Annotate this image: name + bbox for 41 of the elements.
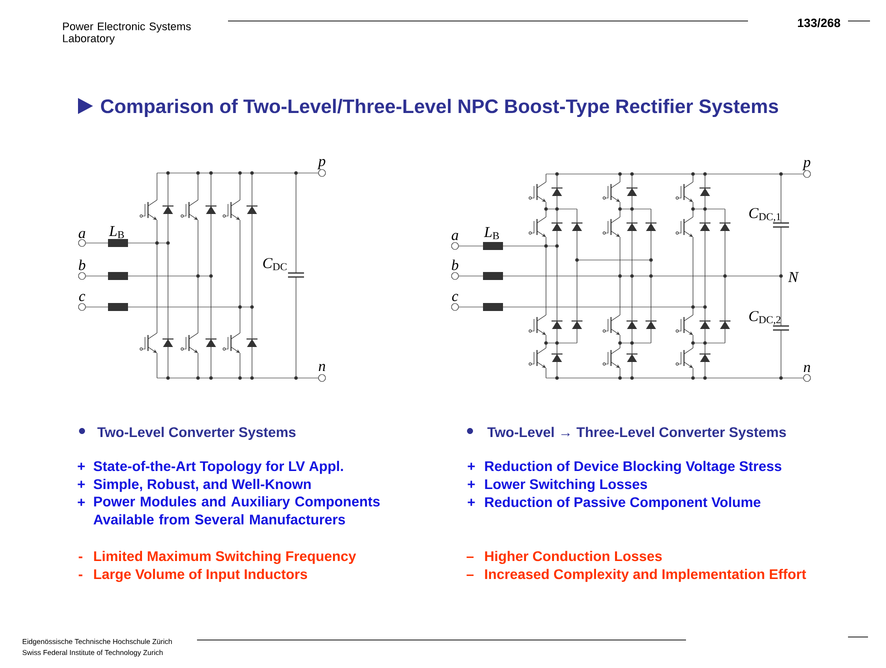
list-item: Higher Conduction Losses xyxy=(485,550,662,564)
component-label: C$_{DC,2}$ xyxy=(749,311,780,325)
list-marker: + xyxy=(78,462,85,470)
list-marker: – xyxy=(466,556,474,558)
header-text: Power Electronic Systems Laboratory xyxy=(63,22,191,44)
terminal-label: n xyxy=(318,364,326,371)
list-item: Lower Switching Losses xyxy=(485,478,647,492)
component-label: L$_{B}$ xyxy=(108,226,124,238)
list-marker: – xyxy=(466,574,474,576)
list-item: State-of-the-Art Topology for LV Appl. xyxy=(94,460,343,474)
list-marker: - xyxy=(78,574,82,576)
component-label: C$_{DC}$ xyxy=(263,258,287,270)
terminal-label: N xyxy=(788,272,799,282)
list-item: Large Volume of Input Inductors xyxy=(94,568,308,582)
list-marker: - xyxy=(78,556,82,558)
list-item: Reduction of Passive Component Volume xyxy=(485,496,760,510)
bullet-heading: Two-Level Converter Systems xyxy=(97,426,296,440)
list-item: Simple, Robust, and Well-Known xyxy=(94,478,311,492)
list-marker: + xyxy=(468,480,475,488)
list-item: Increased Complexity and Implementation Effort xyxy=(485,568,806,582)
terminal-label: b xyxy=(78,260,86,270)
terminal-label: a xyxy=(78,230,86,238)
bullet-heading: Two-Level → Three-Level Converter Systems xyxy=(487,426,786,440)
slide-title: Comparison of Two-Level/Three-Level NPC Boost-Type Rectifier Systems xyxy=(101,98,778,118)
terminal-label: c xyxy=(452,294,458,302)
page-number: 133/268 xyxy=(798,18,840,28)
terminal-label: b xyxy=(452,260,458,270)
terminal-label: c xyxy=(79,294,86,302)
terminal-label: n xyxy=(804,364,810,372)
list-marker: + xyxy=(468,462,475,470)
list-item: Limited Maximum Switching Frequency xyxy=(94,550,356,564)
list-marker: + xyxy=(78,480,85,488)
list-marker: + xyxy=(78,498,85,506)
list-item: Reduction of Device Blocking Voltage Stress xyxy=(485,460,782,474)
component-label: C$_{DC,1}$ xyxy=(749,208,780,222)
terminal-label: p xyxy=(802,160,810,170)
component-label: L$_{B}$ xyxy=(484,227,499,240)
list-marker: + xyxy=(468,498,475,506)
terminal-label: p xyxy=(317,158,326,170)
list-item: Power Modules and Auxiliary Components Available from Several Manufacturers xyxy=(94,496,380,524)
terminal-label: a xyxy=(452,232,458,240)
